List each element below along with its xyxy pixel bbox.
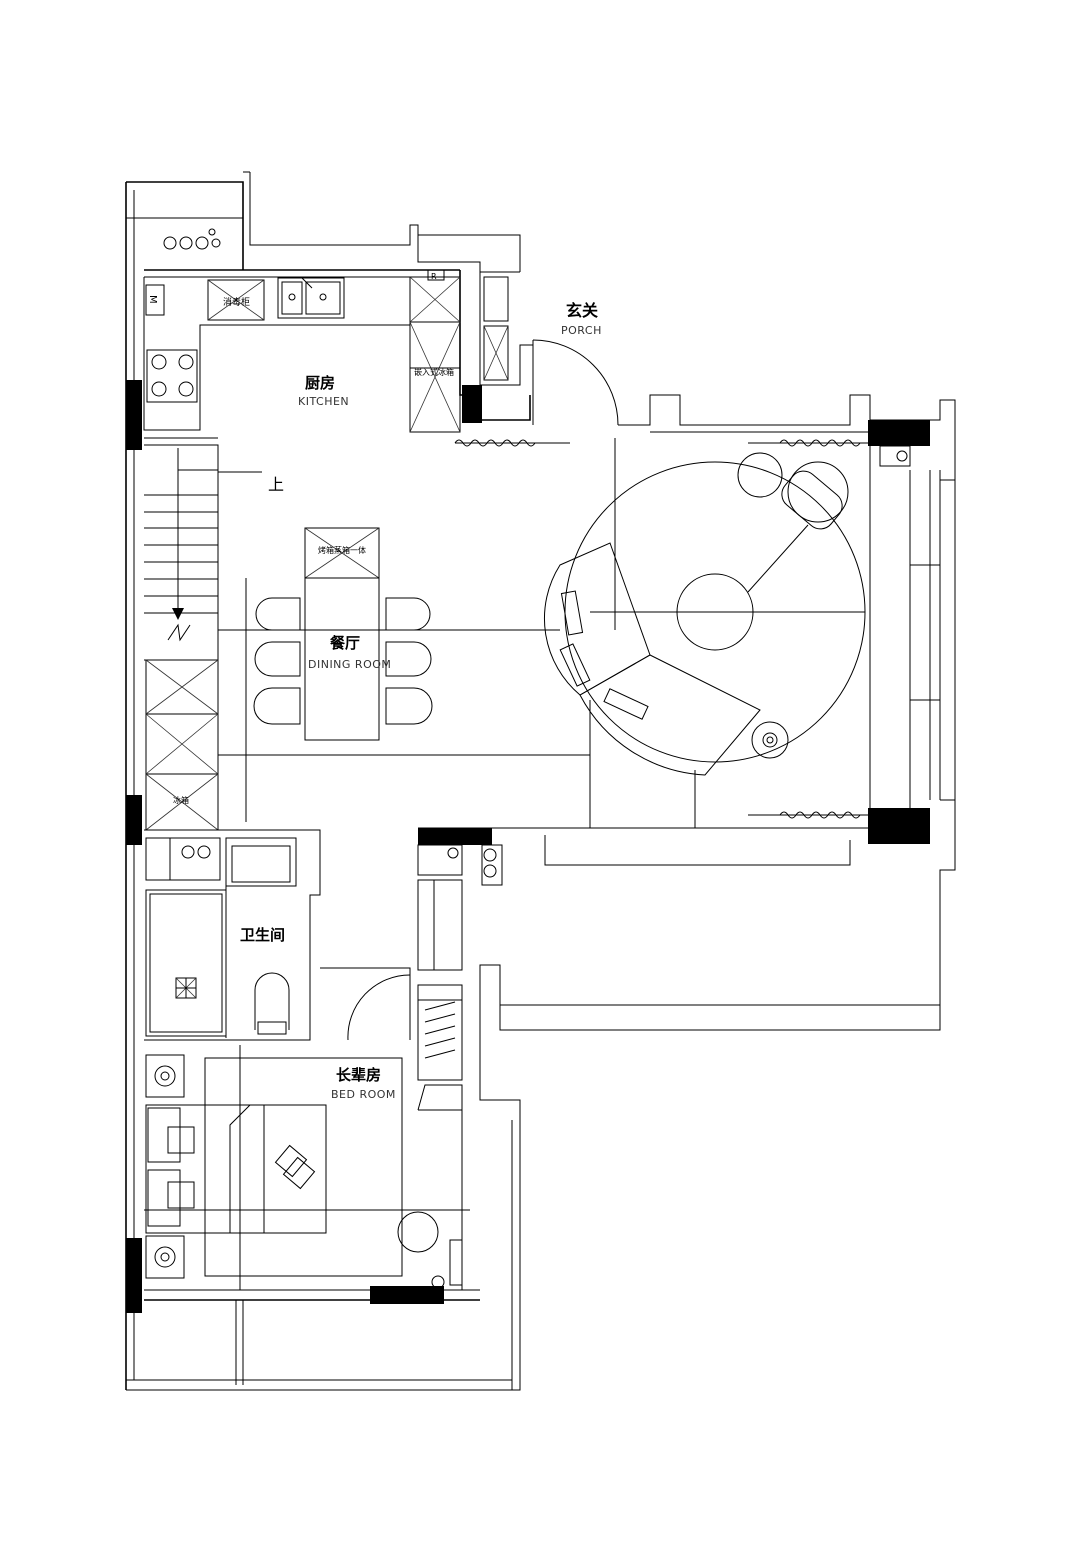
dining: 烤箱蒸箱一体 餐厅 DINING ROOM 冰箱: [145, 527, 590, 831]
porch: 玄关 PORCH: [561, 301, 602, 337]
porch-title: 玄关: [566, 301, 598, 320]
living-round: [454, 438, 911, 828]
structural-columns: [126, 380, 930, 1313]
sterilizer-label: 消毒柜: [223, 296, 250, 308]
stair-up-label: 上: [268, 475, 284, 494]
porch-subtitle: PORCH: [561, 324, 602, 337]
bedroom: 长辈房 BED ROOM: [144, 844, 503, 1290]
tag-m: M: [147, 295, 158, 304]
kitchen-title: 厨房: [305, 374, 335, 392]
dining-title: 餐厅: [330, 634, 360, 652]
bedroom-title: 长辈房: [336, 1066, 381, 1084]
outer-walls: [125, 171, 956, 1391]
oven-unit-label: 烤箱蒸箱一体: [318, 545, 366, 555]
fridge-label: 冰箱: [173, 795, 189, 805]
kitchen-subtitle: KITCHEN: [298, 395, 349, 408]
bedroom-subtitle: BED ROOM: [331, 1088, 396, 1101]
bathroom-title: 卫生间: [240, 926, 285, 944]
bathroom: 卫生间: [144, 829, 321, 1041]
tag-r: R: [431, 272, 437, 281]
dining-subtitle: DINING ROOM: [308, 658, 391, 671]
fridge-builtin-label: 嵌入式冰箱: [414, 367, 454, 377]
kitchen: M 消毒柜 嵌入式冰箱 R 厨房 KITCHEN: [143, 228, 509, 439]
